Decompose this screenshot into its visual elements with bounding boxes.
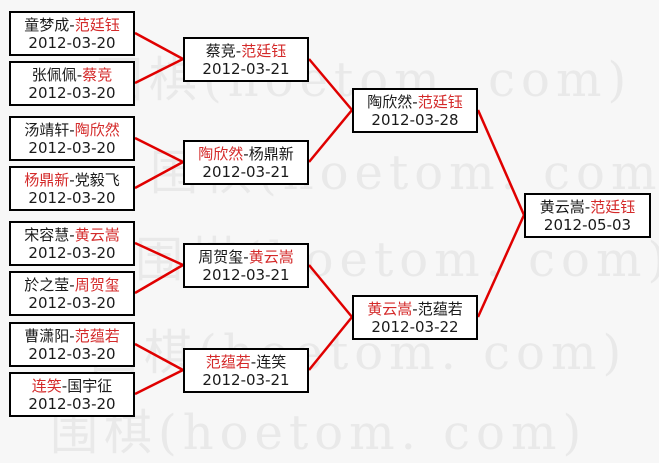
- match-box-r1-1: 童梦成-范廷钰 2012-03-20: [9, 11, 135, 56]
- match-date: 2012-03-21: [202, 265, 290, 284]
- match-box-r1-3: 汤靖轩-陶欣然 2012-03-20: [9, 116, 135, 161]
- connector-line: [134, 342, 184, 372]
- name-separator: -: [412, 92, 418, 111]
- name-separator: -: [243, 247, 249, 266]
- player-left: 黄云嵩: [367, 299, 413, 318]
- player-left: 连笑: [31, 376, 62, 395]
- name-separator: -: [243, 144, 249, 163]
- match-box-final: 黄云嵩-范廷钰 2012-05-03: [524, 193, 651, 238]
- connector-line: [134, 160, 184, 190]
- name-separator: -: [69, 170, 75, 189]
- player-right: 杨鼎新: [248, 144, 294, 163]
- connector-line: [476, 214, 526, 318]
- player-right: 范廷钰: [417, 92, 463, 111]
- connector-line: [134, 241, 184, 267]
- player-right: 蔡竞: [82, 65, 113, 84]
- match-box-r1-4: 杨鼎新-党毅飞 2012-03-20: [9, 166, 135, 211]
- match-date: 2012-03-20: [28, 33, 116, 52]
- connector-line: [134, 263, 184, 295]
- match-box-r1-5: 宋容慧-黄云嵩 2012-03-20: [9, 221, 135, 266]
- player-left: 汤靖轩: [24, 120, 70, 139]
- tournament-bracket-page: { "watermark": { "text": "围棋(hoetom. com…: [9, 11, 659, 461]
- player-right: 范廷钰: [590, 197, 636, 216]
- player-right: 陶欣然: [74, 120, 120, 139]
- connector-line: [134, 31, 184, 61]
- match-date: 2012-03-20: [28, 188, 116, 207]
- match-box-r1-2: 张佩佩-蔡竞 2012-03-20: [9, 61, 135, 106]
- name-separator: -: [69, 15, 75, 34]
- player-left: 周贺玺: [198, 247, 244, 266]
- match-date: 2012-03-21: [202, 370, 290, 389]
- connector-line: [308, 109, 353, 163]
- connector-line: [308, 58, 353, 111]
- player-left: 陶欣然: [367, 92, 413, 111]
- player-left: 黄云嵩: [539, 197, 585, 216]
- player-left: 宋容慧: [24, 225, 70, 244]
- player-right: 范廷钰: [241, 41, 287, 60]
- player-right: 范廷钰: [74, 15, 120, 34]
- match-date: 2012-05-03: [543, 215, 632, 234]
- connector-line: [476, 109, 526, 216]
- name-separator: -: [69, 120, 75, 139]
- connector-line: [134, 136, 184, 164]
- player-right: 连笑: [256, 352, 287, 371]
- match-box-r2-4: 范蕴若-连笑 2012-03-21: [183, 348, 309, 393]
- match-date: 2012-03-20: [28, 138, 116, 157]
- player-right: 黄云嵩: [74, 225, 120, 244]
- match-box-r2-3: 周贺玺-黄云嵩 2012-03-21: [183, 243, 309, 288]
- name-separator: -: [76, 65, 83, 84]
- name-separator: -: [412, 299, 418, 318]
- player-left: 陶欣然: [198, 144, 244, 163]
- match-date: 2012-03-22: [371, 317, 459, 336]
- match-date: 2012-03-28: [371, 110, 459, 129]
- match-date: 2012-03-20: [28, 83, 116, 102]
- match-box-r2-1: 蔡竞-范廷钰 2012-03-21: [183, 37, 309, 82]
- player-right: 周贺玺: [74, 275, 120, 294]
- connector-line: [134, 368, 184, 396]
- player-left: 蔡竞: [205, 41, 236, 60]
- player-left: 范蕴若: [205, 352, 251, 371]
- match-box-sf-1: 陶欣然-范廷钰 2012-03-28: [352, 88, 478, 133]
- player-right: 国宇征: [67, 376, 113, 395]
- player-right: 范蕴若: [417, 299, 463, 318]
- player-right: 黄云嵩: [248, 247, 294, 266]
- match-box-sf-2: 黄云嵩-范蕴若 2012-03-22: [352, 295, 478, 340]
- name-separator: -: [69, 275, 75, 294]
- match-date: 2012-03-20: [28, 293, 116, 312]
- name-separator: -: [69, 225, 75, 244]
- match-box-r1-6: 於之莹-周贺玺 2012-03-20: [9, 271, 135, 316]
- name-separator: -: [61, 376, 68, 395]
- player-left: 杨鼎新: [24, 170, 70, 189]
- match-date: 2012-03-20: [28, 394, 116, 413]
- match-date: 2012-03-20: [28, 344, 116, 363]
- player-left: 於之莹: [24, 275, 70, 294]
- player-left: 童梦成: [24, 15, 70, 34]
- connector-line: [308, 264, 353, 318]
- name-separator: -: [69, 326, 75, 345]
- match-box-r1-7: 曹潇阳-范蕴若 2012-03-20: [9, 322, 135, 367]
- name-separator: -: [250, 352, 257, 371]
- player-right: 范蕴若: [74, 326, 120, 345]
- name-separator: -: [584, 197, 591, 216]
- match-date: 2012-03-21: [202, 162, 290, 181]
- match-date: 2012-03-20: [28, 243, 116, 262]
- connector-line: [134, 57, 184, 85]
- match-box-r2-2: 陶欣然-杨鼎新 2012-03-21: [183, 140, 309, 185]
- match-date: 2012-03-21: [202, 59, 290, 78]
- player-left: 张佩佩: [31, 65, 77, 84]
- match-box-r1-8: 连笑-国宇征 2012-03-20: [9, 372, 135, 417]
- connector-line: [308, 316, 353, 371]
- name-separator: -: [235, 41, 242, 60]
- player-left: 曹潇阳: [24, 326, 70, 345]
- connector-lines: [134, 31, 526, 396]
- player-right: 党毅飞: [74, 170, 120, 189]
